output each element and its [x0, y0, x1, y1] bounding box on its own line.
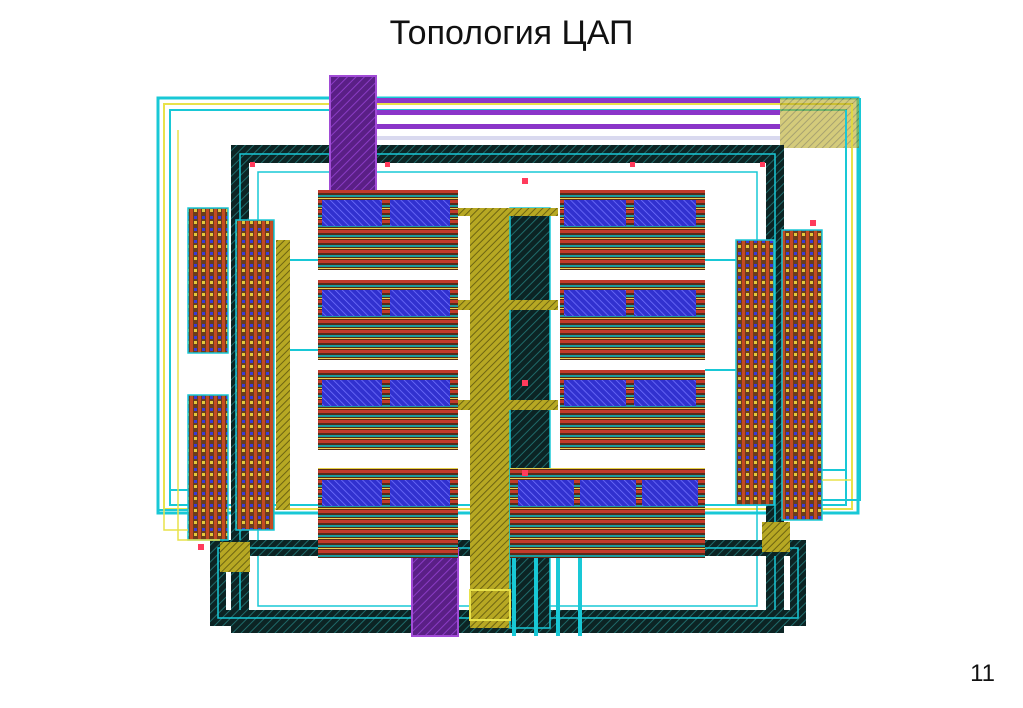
left-logic-block [187, 207, 290, 572]
left-cell-array [318, 190, 458, 558]
slide-title: Топология ЦАП [389, 14, 634, 52]
page-number: 11 [970, 660, 995, 687]
dac-layout-image [156, 75, 861, 637]
right-logic-block [735, 229, 823, 552]
right-cell-array [510, 190, 705, 558]
